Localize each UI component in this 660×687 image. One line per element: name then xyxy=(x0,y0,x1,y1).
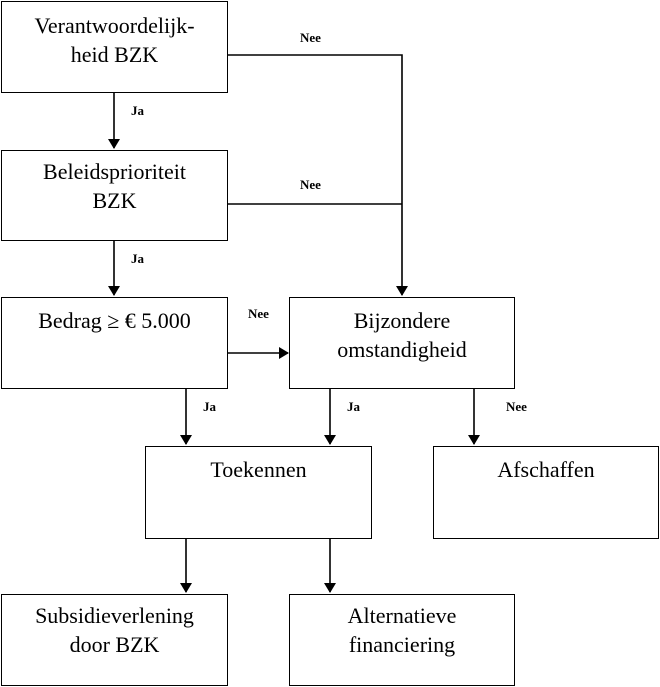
box-beleidsprioriteit: Beleidsprioriteit BZK xyxy=(1,150,228,241)
box-afschaffen-line1: Afschaffen xyxy=(497,457,595,482)
label-ja-beleidsprioriteit: Ja xyxy=(131,251,144,266)
box-afschaffen: Afschaffen xyxy=(433,446,659,539)
box-subsidieverlening-line2: door BZK xyxy=(69,632,160,657)
box-verantwoordelijkheid-line2: heid BZK xyxy=(70,42,159,67)
label-nee-bedrag: Nee xyxy=(248,306,269,321)
label-nee-bijzondere: Nee xyxy=(506,399,527,414)
label-ja-bijzondere: Ja xyxy=(347,399,360,414)
box-bijzondere-line1: Bijzondere xyxy=(353,308,451,333)
box-bedrag-line1: Bedrag ≥ € 5.000 xyxy=(38,308,191,333)
box-alternatieve: Alternatieve financiering xyxy=(289,594,515,686)
box-toekennen: Toekennen xyxy=(145,446,372,539)
label-ja-bedrag: Ja xyxy=(203,399,216,414)
box-subsidieverlening-line1: Subsidieverlening xyxy=(35,603,194,628)
label-ja-verantwoordelijkheid: Ja xyxy=(131,103,144,118)
box-beleidsprioriteit-line2: BZK xyxy=(92,188,137,213)
box-verantwoordelijkheid-line1: Verantwoordelijk- xyxy=(34,13,195,38)
box-verantwoordelijkheid: Verantwoordelijk- heid BZK xyxy=(1,1,228,93)
arrow-verantwoordelijkheid-to-bijzondere xyxy=(228,54,408,296)
box-alternatieve-line1: Alternatieve xyxy=(347,603,457,628)
box-bijzondere: Bijzondere omstandigheid xyxy=(289,297,515,389)
box-alternatieve-line2: financiering xyxy=(348,632,456,657)
label-nee-beleidsprioriteit: Nee xyxy=(300,177,321,192)
box-toekennen-line1: Toekennen xyxy=(210,457,307,482)
box-beleidsprioriteit-line1: Beleidsprioriteit xyxy=(43,159,186,184)
box-bedrag: Bedrag ≥ € 5.000 xyxy=(1,297,228,389)
box-bijzondere-line2: omstandigheid xyxy=(337,337,467,362)
label-nee-verantwoordelijkheid: Nee xyxy=(300,30,321,45)
box-subsidieverlening: Subsidieverlening door BZK xyxy=(1,594,228,686)
